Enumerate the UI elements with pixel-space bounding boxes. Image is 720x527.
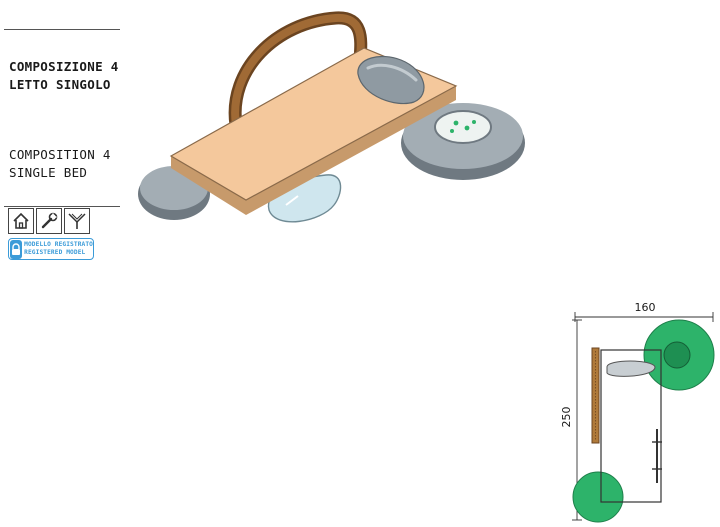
plan-view-drawing: 160 250 — [560, 301, 715, 523]
pouf-dot — [464, 125, 470, 131]
wrench-icon — [36, 208, 62, 234]
glass-highlight — [285, 195, 299, 206]
arch-headboard — [231, 14, 365, 129]
pouf-dot — [450, 129, 454, 133]
length-label: 250 — [560, 407, 573, 428]
section-divider — [4, 206, 120, 207]
title-english: COMPOSITION 4 SINGLE BED — [9, 146, 111, 182]
headboard-plan — [591, 347, 600, 444]
registered-model-badge: MODELLO REGISTRATO REGISTERED MODEL — [8, 238, 94, 260]
right-pouf-plan-center — [663, 341, 691, 369]
title-english-line2: SINGLE BED — [9, 165, 88, 180]
top-divider — [4, 29, 120, 30]
pouf-dot — [472, 120, 476, 124]
left-pouf-plan — [572, 471, 624, 523]
bed-outline — [600, 349, 662, 503]
right-pouf-top — [434, 110, 492, 144]
title-italian-line1: COMPOSIZIONE 4 — [9, 59, 119, 74]
pillow-highlight — [366, 63, 418, 82]
badge-line1: MODELLO REGISTRATO — [24, 241, 93, 248]
lock-icon — [10, 239, 23, 259]
title-italian: COMPOSIZIONE 4 LETTO SINGOLO — [9, 58, 119, 94]
title-english-line1: COMPOSITION 4 — [9, 147, 111, 162]
badge-line2: REGISTERED MODEL — [24, 249, 86, 256]
pillow — [357, 55, 425, 105]
width-label: 160 — [635, 301, 656, 314]
pillow-plan — [606, 360, 656, 377]
home-icon — [8, 208, 34, 234]
pouf-dot — [453, 120, 459, 126]
funnel-icon — [64, 208, 90, 234]
title-italian-line2: LETTO SINGOLO — [9, 77, 111, 92]
usage-icons — [8, 208, 90, 234]
bed-render-illustration — [138, 11, 525, 223]
